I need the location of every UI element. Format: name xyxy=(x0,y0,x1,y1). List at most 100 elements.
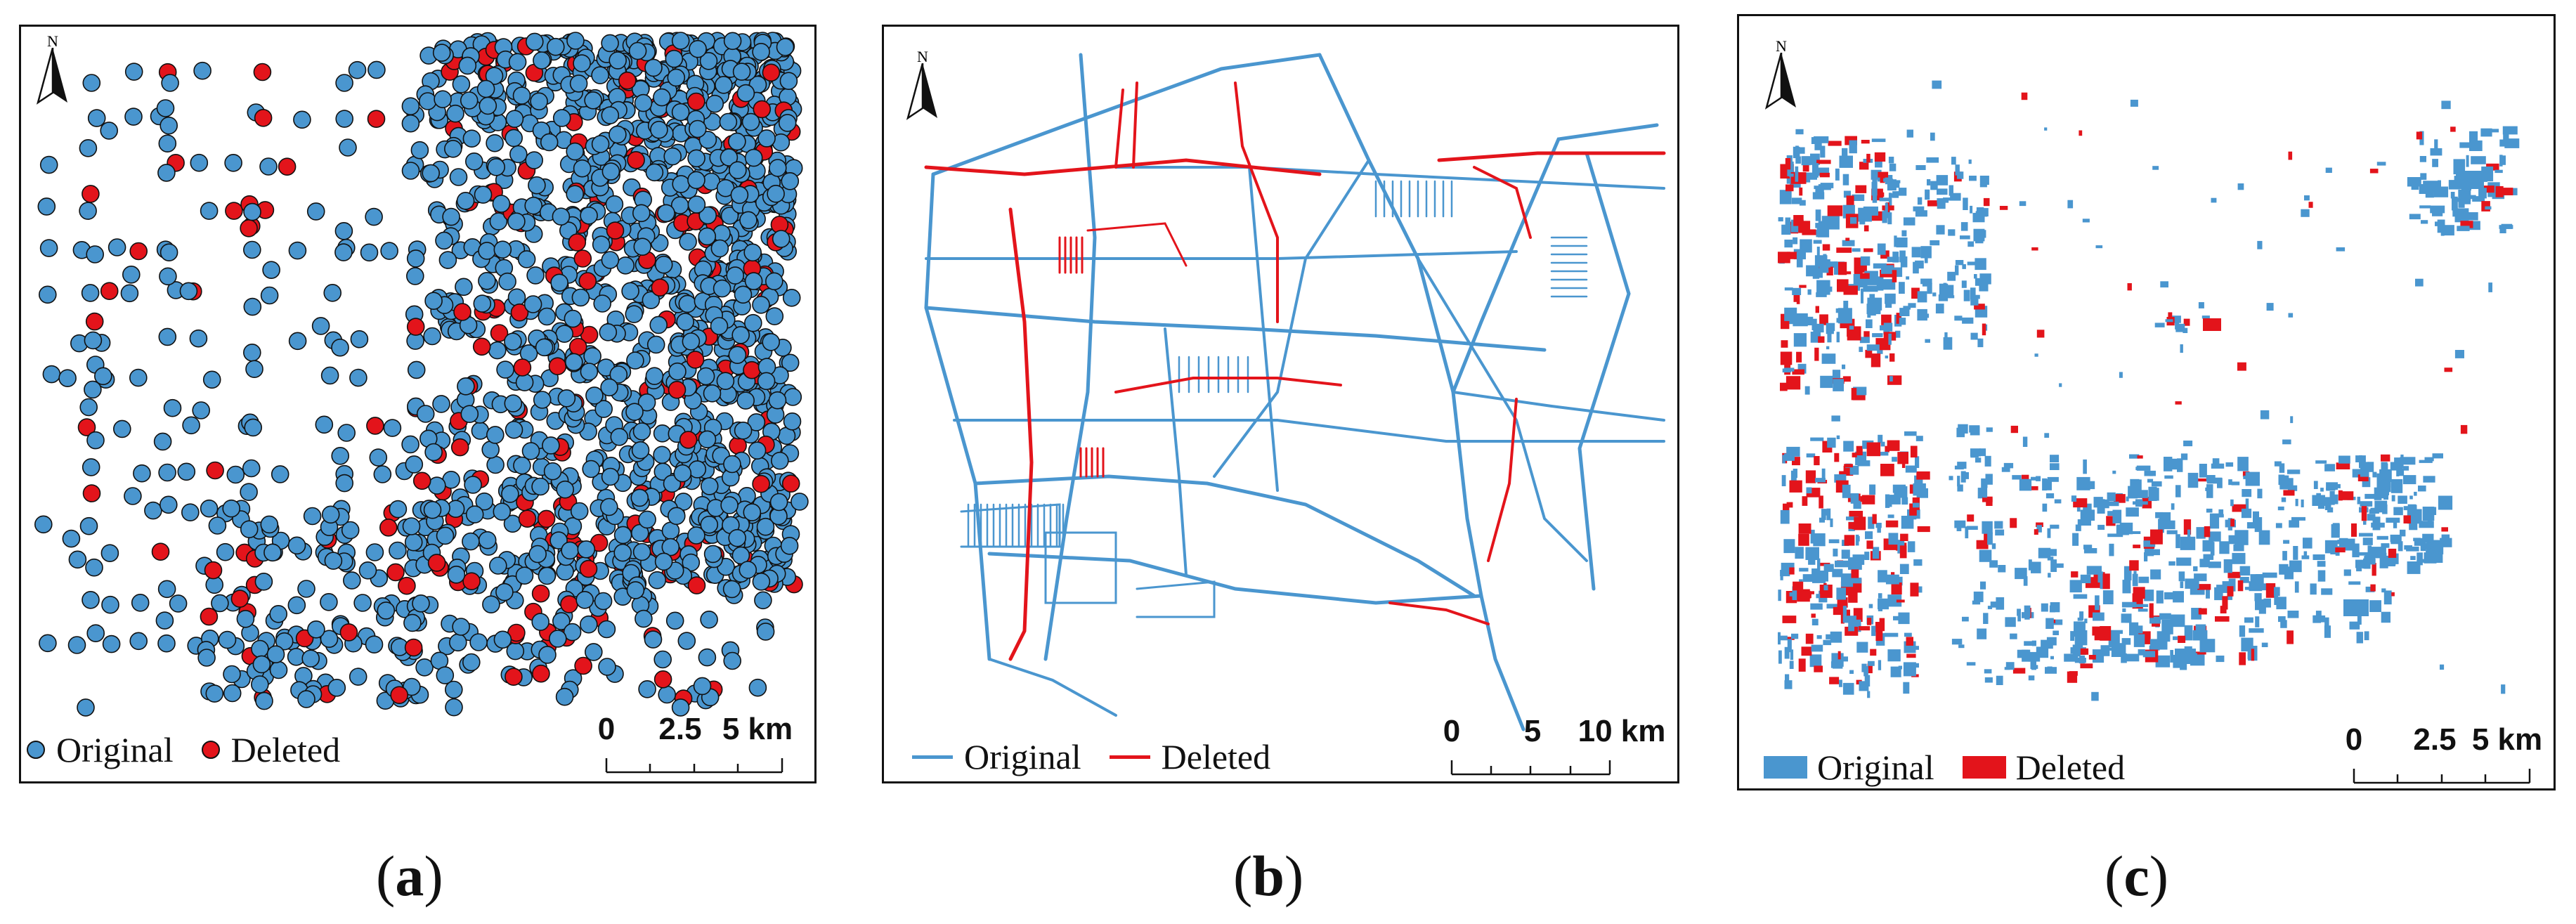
building-deleted xyxy=(1822,244,1830,251)
poi-point-original xyxy=(731,325,750,344)
building-original xyxy=(2047,476,2059,482)
building-original xyxy=(1791,197,1802,204)
poi-point-original xyxy=(752,42,770,61)
road-segment-deleted xyxy=(924,158,1322,176)
poi-point-original xyxy=(158,134,177,152)
building-original xyxy=(2149,639,2159,646)
poi-point-original xyxy=(335,110,354,128)
building-original xyxy=(2135,499,2143,507)
building-original xyxy=(1957,462,1967,469)
legend-item-original: Original xyxy=(912,736,1081,777)
building-original xyxy=(2151,481,2162,487)
building-original xyxy=(1908,303,1916,308)
building-original xyxy=(2024,615,2030,620)
building-original xyxy=(2376,162,2386,166)
building-original xyxy=(1826,323,1835,332)
building-original xyxy=(1833,548,1838,557)
poi-point-original xyxy=(579,615,598,634)
building-original xyxy=(1823,564,1834,572)
building-original xyxy=(1984,455,1991,467)
building-original xyxy=(2135,604,2149,607)
poi-point-original xyxy=(538,307,557,326)
poi-point-original xyxy=(769,159,787,177)
building-original xyxy=(1861,288,1863,304)
poi-point-original xyxy=(447,565,466,584)
road-segment-original xyxy=(1479,594,1526,731)
building-original xyxy=(2499,226,2506,233)
poi-point-original xyxy=(260,286,279,305)
poi-point-original xyxy=(525,32,544,51)
building-original xyxy=(1957,476,1960,487)
poi-point-original xyxy=(462,129,481,148)
building-original xyxy=(2314,615,2326,623)
building-original xyxy=(1811,568,1818,582)
poi-point-original xyxy=(160,243,178,262)
poi-point-original xyxy=(223,684,242,703)
building-original xyxy=(1873,263,1887,269)
building-original xyxy=(2406,546,2419,552)
building-deleted xyxy=(1805,470,1816,483)
poi-point-original xyxy=(62,529,81,548)
poi-point-original xyxy=(756,623,775,641)
building-original xyxy=(2266,303,2274,311)
building-deleted xyxy=(2168,312,2173,322)
building-original xyxy=(1865,668,1868,674)
north-arrow-icon xyxy=(906,63,937,120)
building-original xyxy=(1961,280,1967,288)
building-original xyxy=(2357,611,2362,625)
building-original xyxy=(2245,471,2260,486)
building-original xyxy=(1957,484,1963,492)
poi-point-original xyxy=(242,240,261,259)
building-original xyxy=(1883,178,1887,182)
poi-point-original xyxy=(335,74,353,92)
building-original xyxy=(1793,146,1800,159)
building-original xyxy=(2079,642,2083,654)
building-original xyxy=(1840,656,1848,662)
building-original xyxy=(2400,457,2416,465)
building-original xyxy=(2076,507,2081,512)
building-original xyxy=(2254,517,2263,533)
road-segment-original xyxy=(1417,257,1588,562)
poi-point-original xyxy=(609,51,627,70)
poi-point-original xyxy=(94,367,112,386)
poi-point-original xyxy=(254,572,273,591)
poi-point-original xyxy=(200,499,219,518)
caption-letter-c: c xyxy=(2123,844,2149,908)
building-original xyxy=(1948,229,1956,236)
building-deleted xyxy=(2067,671,2078,683)
building-original xyxy=(1842,364,1846,370)
building-deleted xyxy=(1878,171,1889,178)
building-original xyxy=(2317,496,2324,509)
building-original xyxy=(2144,590,2154,601)
poi-point-original xyxy=(653,462,672,481)
poi-point-original xyxy=(380,242,398,260)
building-original xyxy=(1802,574,1816,583)
building-original xyxy=(2050,559,2057,572)
poi-point-original xyxy=(646,335,665,354)
building-deleted xyxy=(2021,92,2028,100)
building-deleted xyxy=(2230,519,2235,527)
building-deleted xyxy=(1792,369,1804,375)
building-original xyxy=(2210,542,2215,556)
building-deleted xyxy=(2129,560,2139,571)
building-original xyxy=(1887,179,1897,191)
poi-point-original xyxy=(728,132,746,151)
road-segment-original xyxy=(1136,580,1216,618)
poi-point-deleted xyxy=(453,303,471,321)
building-original xyxy=(2393,507,2403,516)
poi-point-original xyxy=(102,635,121,653)
building-original xyxy=(2324,617,2329,630)
building-original xyxy=(2304,195,2310,201)
building-original xyxy=(1821,353,1836,364)
building-original xyxy=(2369,509,2379,514)
building-original xyxy=(2042,478,2047,491)
building-original xyxy=(1832,370,1841,379)
building-original xyxy=(1819,286,1833,292)
building-original xyxy=(2155,655,2171,668)
building-original xyxy=(2086,566,2102,575)
poi-point-original xyxy=(324,552,343,570)
poi-point-deleted xyxy=(200,607,219,626)
building-original xyxy=(1882,211,1887,223)
building-original xyxy=(1975,240,1984,244)
poi-point-original xyxy=(648,571,667,590)
